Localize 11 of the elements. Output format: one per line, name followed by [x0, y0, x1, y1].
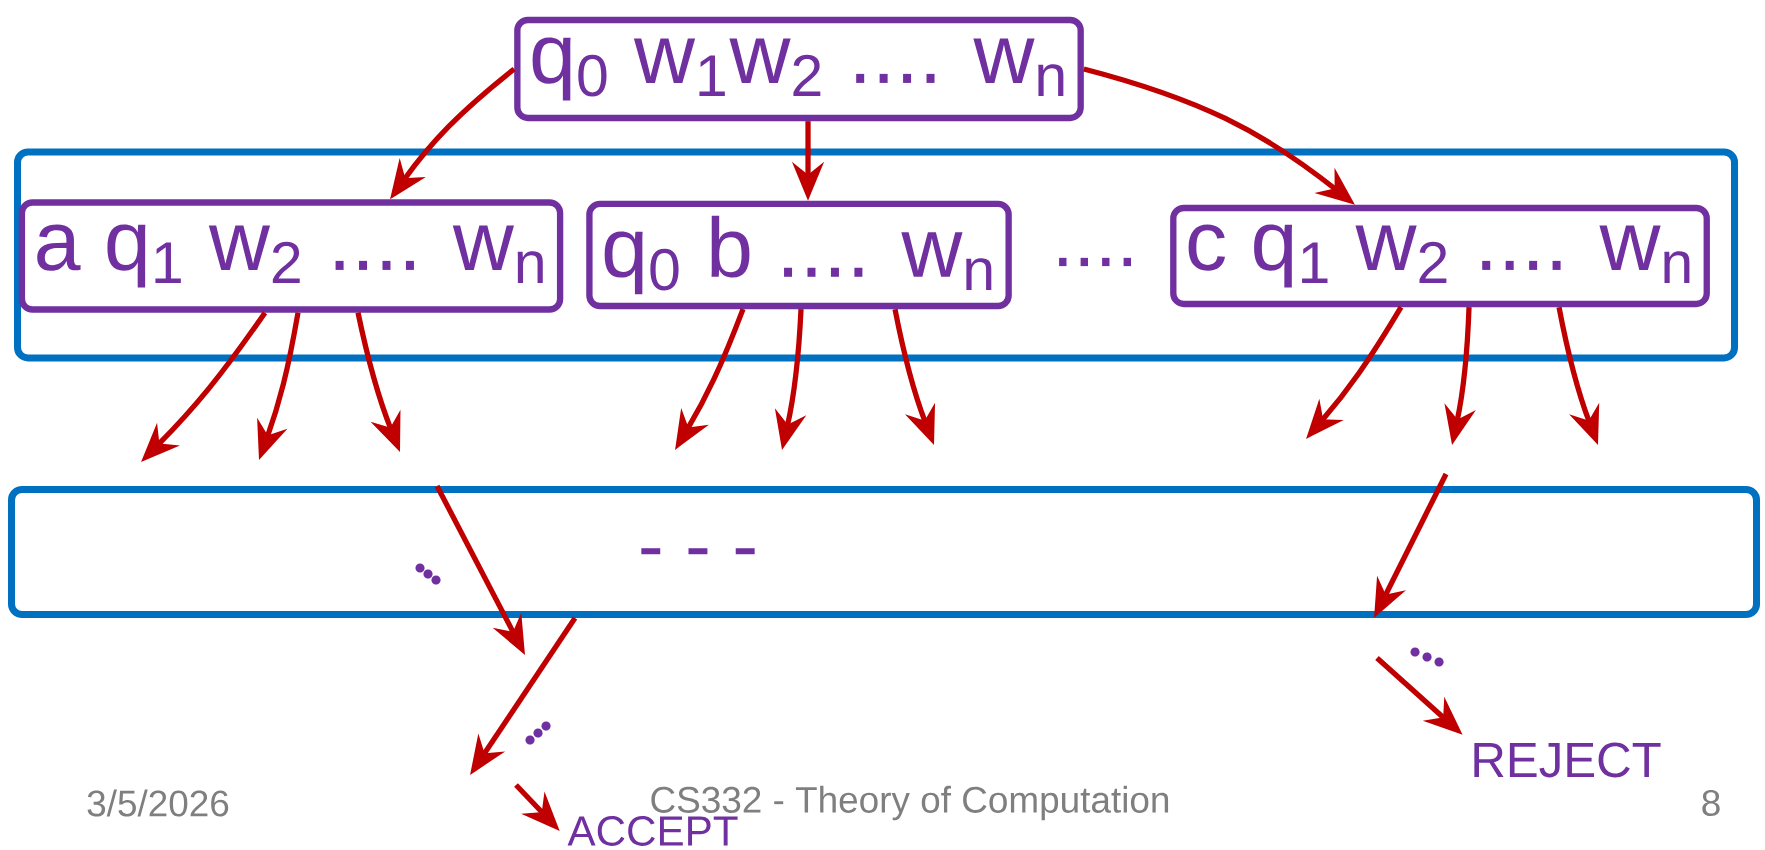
result-text: REJECT [1474, 742, 1661, 778]
ellipsis: .... [1059, 257, 1131, 267]
state-box: q$_{0}$ b .... w$_{n}$ [586, 200, 1012, 310]
ellipsis: - - - [641, 548, 755, 555]
level-band [8, 485, 1761, 618]
footer-text: 3/5/2026 [87, 789, 229, 817]
state-box: c q$_{1}$ w$_{2}$ .... w$_{n}$ [1170, 204, 1710, 308]
level-band [14, 148, 1739, 362]
state-box: a q$_{1}$ w$_{2}$ .... w$_{n}$ [18, 199, 564, 313]
state-box: q$_{0}$ w$_{1}$w$_{2}$ .... w$_{n}$ [514, 16, 1084, 122]
footer-text: 8 [1702, 789, 1720, 817]
